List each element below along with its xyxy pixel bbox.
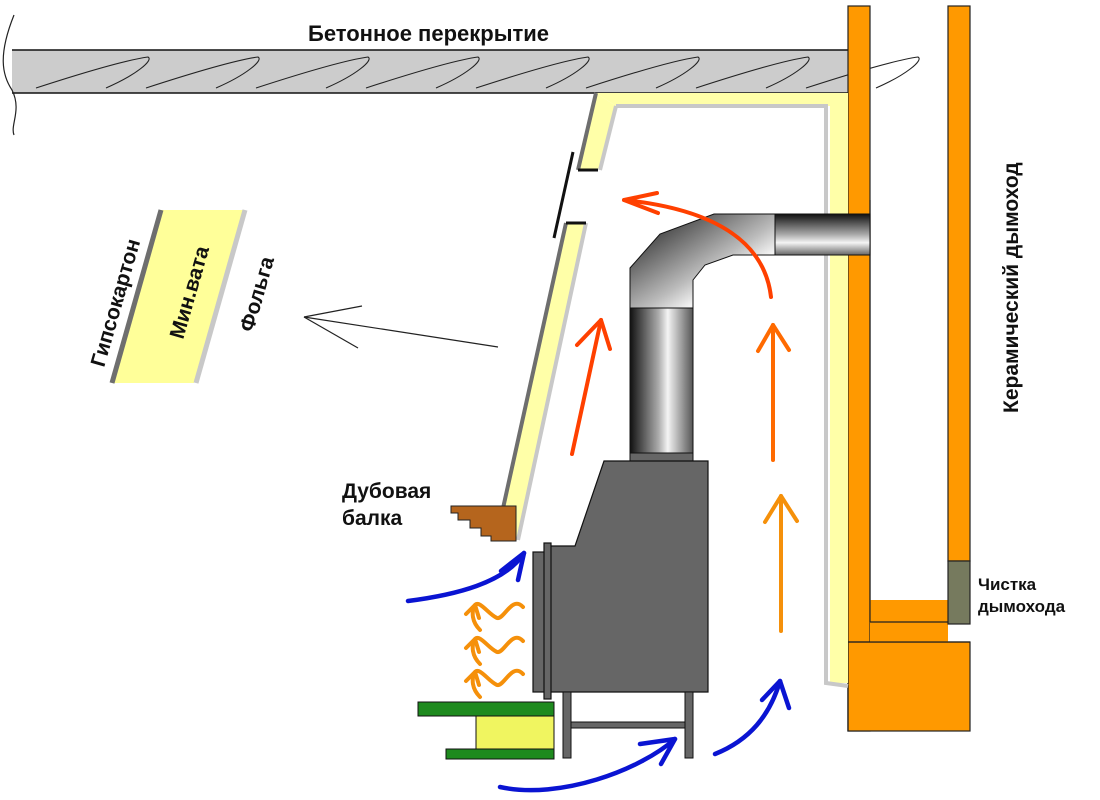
concrete-hatch-stroke — [255, 56, 370, 89]
cold-air-arrow-right — [712, 678, 792, 757]
concrete-hatch-stroke — [145, 56, 260, 89]
concrete-hatch-stroke — [585, 56, 700, 89]
chimney-label: Керамический дымоход — [1000, 162, 1023, 413]
hearth-platform — [417, 701, 555, 760]
radiant-heat-arrowhead — [464, 670, 481, 687]
radiant-heat-arrowhead — [464, 603, 481, 620]
cleanout-label-line2: дымохода — [978, 597, 1066, 616]
legend-foil-label: Фольга — [236, 254, 279, 335]
fireplace-stove — [532, 460, 709, 759]
legend-foil-swatch — [193, 209, 248, 384]
cold-air-arrow-bottom — [497, 736, 678, 793]
oak-beam-label-line1: Дубовая — [342, 480, 431, 503]
concrete-hatch-stroke — [35, 56, 150, 89]
concrete-hatch-stroke — [365, 56, 480, 89]
radiant-heat-arrows — [464, 601, 525, 699]
warm-air-arrow-upper — [756, 323, 791, 462]
warm-air-arrow-lower — [763, 494, 799, 633]
cleanout-label-line1: Чистка — [978, 575, 1037, 594]
layer-legend: Гипсокартон Мин.вата Фольга — [87, 209, 499, 384]
cold-air-arrow-front — [405, 550, 527, 604]
concrete-ceiling — [2, 14, 920, 136]
oak-beam — [450, 505, 517, 542]
concrete-hatch-stroke — [475, 56, 590, 89]
radiant-heat-arrowhead — [464, 637, 481, 654]
radiant-heat-wave — [470, 668, 525, 699]
cleanout-door — [947, 560, 971, 625]
legend-drywall-swatch — [109, 209, 164, 384]
legend-pointer-arrow — [303, 305, 499, 349]
radiant-heat-wave — [470, 635, 525, 666]
hot-air-arrow-curve — [622, 191, 773, 299]
concrete-hatch-stroke — [805, 56, 920, 89]
concrete-hatch-stroke — [695, 56, 810, 89]
hot-air-arrow-left — [570, 318, 612, 456]
vent-grille — [552, 151, 575, 239]
radiant-heat-wave — [470, 601, 525, 632]
ceiling-label: Бетонное перекрытие — [308, 21, 549, 46]
concrete-hatching — [35, 56, 920, 89]
oak-beam-label-line2: балка — [342, 507, 403, 530]
ceramic-chimney — [847, 5, 971, 732]
